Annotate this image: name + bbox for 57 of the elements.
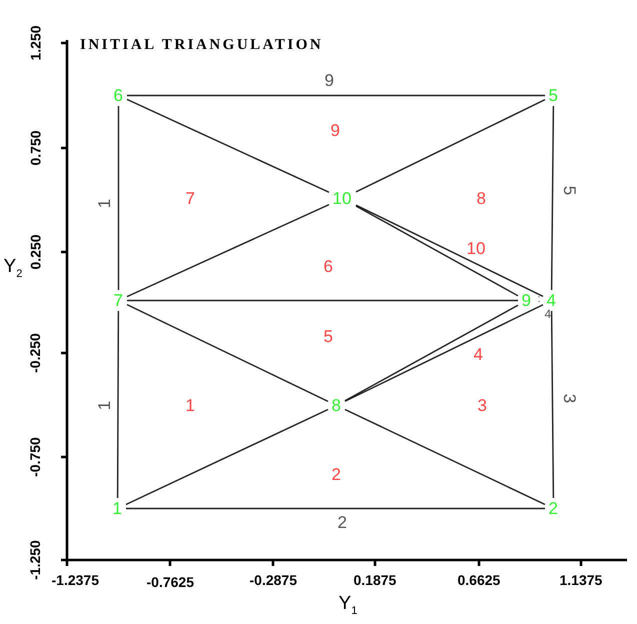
axis-title: Y$_{1}$ xyxy=(338,594,358,616)
triangle-number: 7 xyxy=(186,190,195,206)
mesh-edge xyxy=(118,106,120,290)
edge-label: 9 xyxy=(324,72,334,88)
tick-label: -1.250 xyxy=(28,540,42,580)
number-label: 4 xyxy=(544,308,552,320)
mesh-edge xyxy=(356,205,518,296)
mesh-edge xyxy=(126,408,328,506)
mesh-edge xyxy=(127,300,518,302)
mesh-edge xyxy=(116,311,120,498)
vertex-label: 7 xyxy=(110,290,127,310)
triangle-number: 3 xyxy=(478,396,487,414)
triangle-number: 1 xyxy=(186,396,195,414)
mesh-edge xyxy=(126,304,328,402)
tick-label: 0.6625 xyxy=(458,573,500,587)
vertex-label: 4 xyxy=(542,290,560,310)
separator-mark: : xyxy=(538,294,541,304)
edge-label: 3 xyxy=(560,393,578,403)
triangle-number: 10 xyxy=(466,240,486,256)
triangle-number: 4 xyxy=(474,346,483,362)
tick-label: 1.1375 xyxy=(560,573,602,587)
axis-title: Y$_{2}$ xyxy=(4,256,22,280)
tick-label: -1.2375 xyxy=(52,573,99,587)
mesh-edge xyxy=(344,408,546,506)
tick-label: 0.1875 xyxy=(354,573,396,587)
mesh-edge xyxy=(126,98,330,193)
edge-label: 5 xyxy=(560,185,578,195)
vertex-label: 5 xyxy=(544,84,562,106)
mesh-edge xyxy=(126,508,545,510)
tick-label: -0.250 xyxy=(28,333,42,373)
vertex-label: 10 xyxy=(328,188,356,208)
mesh-edge xyxy=(356,204,544,298)
vertex-label: 2 xyxy=(544,498,562,518)
mesh-edge xyxy=(127,94,545,96)
tick-label: 0.250 xyxy=(28,234,42,270)
triangle-number: 5 xyxy=(324,328,333,344)
triangle-number: 6 xyxy=(324,258,333,274)
vertex-label: 8 xyxy=(328,394,345,416)
mesh-edge xyxy=(550,106,554,290)
tick-label: 0.750 xyxy=(28,130,42,166)
tick-label: 1.250 xyxy=(28,25,42,61)
edge-label: 2 xyxy=(338,514,347,530)
vertex-label: 6 xyxy=(110,84,127,106)
mesh-edge xyxy=(550,311,554,498)
triangle-number: 9 xyxy=(330,122,340,138)
vertex-label: 9 xyxy=(518,290,535,310)
edge-label: 1 xyxy=(96,198,113,208)
tick-label: -0.2875 xyxy=(250,573,297,587)
mesh-edge xyxy=(126,204,330,298)
triangle-number: 2 xyxy=(332,466,341,482)
chart-title: INITIAL TRIANGULATION xyxy=(80,38,324,53)
triangle-number: 8 xyxy=(476,190,486,206)
mesh-edge xyxy=(356,98,546,193)
edge-label: 1 xyxy=(96,400,113,410)
vertex-label: 1 xyxy=(108,498,126,518)
tick-label: -0.7625 xyxy=(146,575,194,589)
tick-label: -0.750 xyxy=(28,437,42,477)
